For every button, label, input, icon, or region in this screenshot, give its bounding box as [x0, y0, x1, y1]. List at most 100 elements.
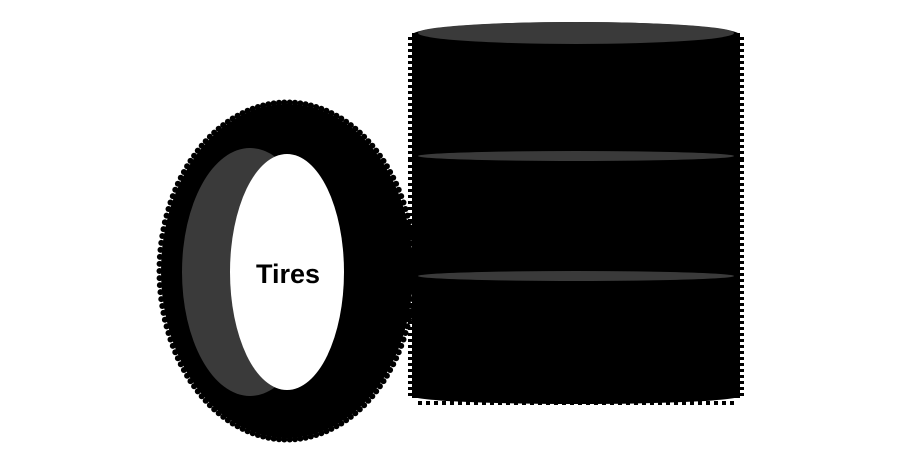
tire-top-face [418, 22, 734, 44]
tread-tooth [506, 401, 510, 405]
tread-tooth [408, 43, 413, 46]
tread-tooth [674, 401, 678, 405]
tread-tooth [739, 297, 744, 300]
tread-tooth [739, 237, 744, 240]
tread-tooth [739, 133, 744, 136]
tread-tooth [739, 201, 744, 204]
tread-tooth [739, 267, 744, 270]
tread-tooth [739, 73, 744, 76]
tread-tooth [408, 159, 413, 162]
tread-tooth [739, 157, 744, 160]
tread-tooth [442, 401, 446, 405]
tread-tooth [408, 357, 413, 360]
tread-tooth [408, 363, 413, 366]
tread-tooth [739, 231, 744, 234]
tread-tooth [642, 401, 646, 405]
tread-tooth [739, 285, 744, 288]
tread-tooth [578, 401, 582, 405]
tread-tooth [739, 261, 744, 264]
tread-tooth [490, 401, 494, 405]
tread-tooth [538, 401, 542, 405]
tread-tooth [739, 103, 744, 106]
tread-tooth [408, 49, 413, 52]
tread-tooth [522, 401, 526, 405]
tread-tooth [408, 165, 413, 168]
tread-tooth [602, 401, 606, 405]
tread-tooth [570, 401, 574, 405]
tread-tooth [739, 369, 744, 372]
tread-tooth [730, 401, 734, 405]
tread-tooth [546, 401, 550, 405]
tread-tooth [739, 249, 744, 252]
tread-tooth [408, 151, 413, 154]
tread-tooth [739, 291, 744, 294]
tread-tooth [739, 109, 744, 112]
tread-tooth [739, 309, 744, 312]
tread-tooth [739, 189, 744, 192]
tread-tooth [739, 351, 744, 354]
tread-tooth [408, 103, 413, 106]
tread-tooth [281, 436, 288, 443]
tread-tooth [408, 67, 413, 70]
tire-stack [408, 22, 744, 405]
tread-tooth [408, 315, 413, 318]
tread-tooth [739, 159, 744, 162]
tread-tooth [482, 401, 486, 405]
tread-tooth [408, 381, 413, 384]
tread-tooth [739, 303, 744, 306]
tread-tooth [408, 201, 413, 204]
tread-tooth [408, 351, 413, 354]
tread-tooth [618, 401, 622, 405]
tread-tooth [594, 401, 598, 405]
tread-tooth [458, 401, 462, 405]
tread-tooth [739, 85, 744, 88]
tread-tooth [739, 387, 744, 390]
tread-tooth [418, 401, 422, 405]
tread-tooth [739, 165, 744, 168]
tread-tooth [408, 133, 413, 136]
tread-tooth [281, 99, 288, 106]
tread-tooth [408, 171, 413, 174]
tread-tooth [408, 207, 413, 210]
tread-tooth [408, 369, 413, 372]
tread-tooth [408, 85, 413, 88]
tread-tooth [466, 401, 470, 405]
tread-tooth [408, 115, 413, 118]
tread-tooth [739, 127, 744, 130]
tread-tooth [739, 121, 744, 124]
tread-tooth [408, 333, 413, 336]
tread-tooth [739, 43, 744, 46]
tire-top-face [418, 151, 734, 161]
tread-tooth [408, 109, 413, 112]
tread-tooth [739, 37, 744, 40]
tread-tooth [739, 115, 744, 118]
tread-tooth [739, 91, 744, 94]
tread-tooth [426, 401, 430, 405]
tread-tooth [408, 91, 413, 94]
tread-tooth [682, 401, 686, 405]
tread-tooth [156, 268, 163, 274]
tread-tooth [408, 231, 413, 234]
tire-body [412, 275, 740, 398]
tread-tooth [706, 401, 710, 405]
tread-tooth [408, 213, 413, 216]
tread-tooth [450, 401, 454, 405]
tread-tooth [739, 67, 744, 70]
tread-tooth [739, 97, 744, 100]
standing-tire [156, 99, 418, 443]
tread-tooth [286, 436, 293, 443]
tread-tooth [408, 97, 413, 100]
tread-tooth [408, 189, 413, 192]
tread-tooth [408, 61, 413, 64]
tread-tooth [739, 363, 744, 366]
tread-tooth [514, 401, 518, 405]
tread-tooth [714, 401, 718, 405]
tread-tooth [408, 321, 413, 324]
tread-tooth [530, 401, 534, 405]
tread-tooth [562, 401, 566, 405]
tread-tooth [408, 387, 413, 390]
tread-tooth [739, 145, 744, 148]
tread-tooth [739, 49, 744, 52]
tread-tooth [739, 213, 744, 216]
tread-tooth [722, 401, 726, 405]
